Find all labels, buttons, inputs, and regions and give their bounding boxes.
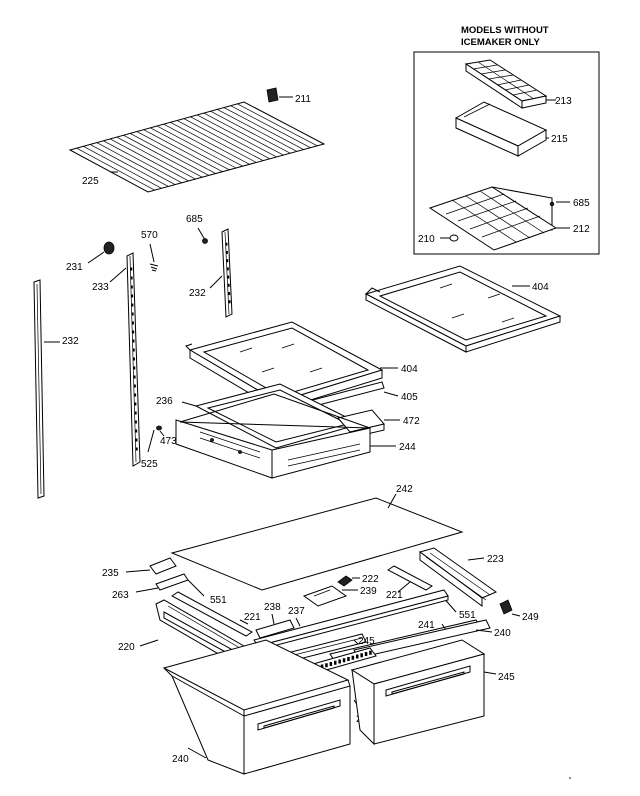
label-236: 236 bbox=[156, 396, 173, 407]
inset-title-line1: MODELS WITHOUT bbox=[461, 25, 549, 36]
label-685: 685 bbox=[186, 214, 203, 225]
label-525: 525 bbox=[141, 459, 158, 470]
part-212-ice-shelf bbox=[428, 186, 570, 251]
label-551-right: 551 bbox=[459, 610, 476, 621]
label-210: 210 bbox=[418, 234, 435, 245]
label-404-right: 404 bbox=[532, 282, 549, 293]
label-232-left: 232 bbox=[62, 336, 79, 347]
label-235: 235 bbox=[102, 568, 119, 579]
part-231-cap: 231 bbox=[66, 241, 115, 273]
part-238-strip: 238 bbox=[255, 602, 295, 639]
label-242: 242 bbox=[396, 484, 413, 495]
label-241: 241 bbox=[418, 620, 435, 631]
part-232-rail-long: 232 bbox=[33, 279, 79, 499]
label-222: 222 bbox=[362, 574, 379, 585]
part-223-support: 223 bbox=[418, 547, 504, 607]
label-233: 233 bbox=[92, 282, 109, 293]
part-215-ice-bin bbox=[454, 101, 549, 157]
part-240-crisper-drawer-left: 240 bbox=[162, 639, 351, 775]
icemaker-inset: MODELS WITHOUT ICEMAKER ONLY bbox=[413, 25, 600, 255]
label-570: 570 bbox=[141, 230, 158, 241]
label-213: 213 bbox=[555, 96, 572, 107]
page-mark bbox=[569, 777, 571, 779]
label-472: 472 bbox=[403, 416, 420, 427]
label-221-right: 221 bbox=[386, 590, 403, 601]
label-405: 405 bbox=[401, 392, 418, 403]
part-404-glass-shelf-right: 404 bbox=[364, 265, 562, 353]
label-249: 249 bbox=[522, 612, 539, 623]
label-240-top: 240 bbox=[494, 628, 511, 639]
label-220: 220 bbox=[118, 642, 135, 653]
label-239: 239 bbox=[360, 586, 377, 597]
part-249-clip: 249 bbox=[499, 599, 539, 623]
label-244: 244 bbox=[399, 442, 416, 453]
inset-title-line2: ICEMAKER ONLY bbox=[461, 37, 540, 48]
part-239-bracket: 239 bbox=[302, 585, 377, 607]
label-225: 225 bbox=[82, 176, 99, 187]
label-223: 223 bbox=[487, 554, 504, 565]
label-263: 263 bbox=[112, 590, 129, 601]
part-685-screw: 685 bbox=[186, 214, 208, 244]
label-212: 212 bbox=[573, 224, 590, 235]
part-473-screw: 473 bbox=[156, 425, 177, 447]
part-211-clip: 211 bbox=[266, 87, 311, 105]
part-525-screw: 525 bbox=[141, 429, 158, 470]
part-570-screw: 570 bbox=[141, 230, 158, 272]
label-551-left: 551 bbox=[210, 595, 227, 606]
label-221-left: 221 bbox=[244, 612, 261, 623]
part-221-rail-right: 221 bbox=[386, 565, 433, 601]
part-240-crisper-drawer-right: 245 bbox=[350, 639, 515, 746]
part-244-drawer-frame: 244 bbox=[175, 393, 416, 479]
part-242-crisper-cover: 242 bbox=[170, 484, 464, 591]
part-222-clip: 222 bbox=[337, 574, 379, 587]
label-404-center: 404 bbox=[401, 364, 418, 375]
part-221-rail-left: 221 bbox=[171, 591, 261, 637]
part-210-screw bbox=[440, 234, 459, 242]
label-211: 211 bbox=[295, 94, 311, 105]
label-238: 238 bbox=[264, 602, 281, 613]
label-473: 473 bbox=[160, 436, 177, 447]
part-235-bracket: 235 bbox=[102, 557, 177, 579]
label-215: 215 bbox=[551, 134, 568, 145]
part-225-wire-shelf: 225 bbox=[68, 101, 326, 193]
label-237: 237 bbox=[288, 606, 305, 617]
label-685-inset: 685 bbox=[573, 198, 590, 209]
part-233-rail: 233 bbox=[92, 252, 141, 467]
label-232-right: 232 bbox=[189, 288, 206, 299]
label-245-center: 245 bbox=[358, 636, 375, 647]
part-551-screw-left: 551 bbox=[187, 579, 227, 606]
label-240-bottom: 240 bbox=[172, 754, 189, 765]
label-231: 231 bbox=[66, 262, 83, 273]
part-220-bracket: 220 bbox=[118, 599, 245, 665]
part-213-ice-tray bbox=[464, 59, 556, 109]
label-245-right: 245 bbox=[498, 672, 515, 683]
part-232-rail-short: 232 bbox=[189, 228, 233, 318]
